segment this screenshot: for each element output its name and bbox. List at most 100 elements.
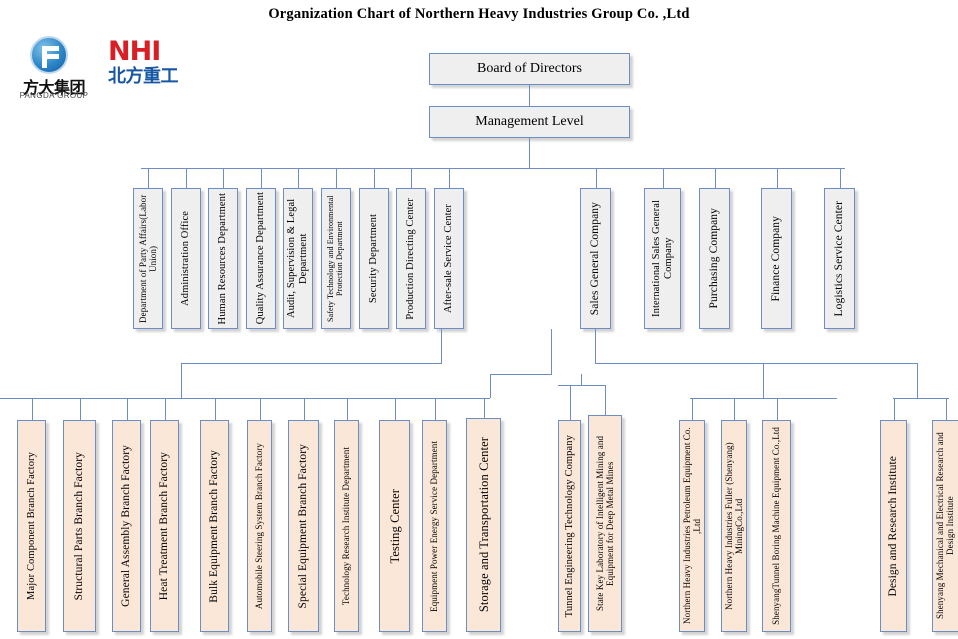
connector-row2-bus: [141, 168, 845, 169]
node-storage-and-transportation-center[interactable]: Storage and Transportation Center: [466, 418, 501, 632]
node-label: Finance Company: [770, 215, 783, 302]
node-label: ShenyangTunnel Boring Machine Equipment …: [771, 427, 782, 625]
node-design-and-research-institute[interactable]: Design and Research Institute: [880, 420, 907, 632]
node-state-key-laboratory-of-intelligent-mining-and-e[interactable]: State Key Laboratory of Intelligent Mini…: [588, 415, 622, 632]
connector-stem: [734, 398, 735, 420]
connector-stem: [776, 398, 778, 420]
connector-management-trunk: [529, 138, 530, 168]
fangda-logo-english: FANGDA GROUP: [19, 91, 89, 100]
node-northern-heavy-industries-petroleum-equipment-co[interactable]: Northern Heavy Industries Petroleum Equi…: [679, 420, 705, 632]
connector-stem: [776, 168, 778, 188]
node-label: State Key Laboratory of Intelligent Mini…: [594, 435, 615, 612]
node-quality-assurance-department[interactable]: Quality Assurance Department: [246, 188, 276, 329]
connector-tunnel-bus-stem: [581, 374, 582, 385]
node-logistics-service-center[interactable]: Logistics Service Center: [824, 188, 855, 329]
node-label: Technology Research Institute Department: [341, 446, 352, 606]
connector-board-to-management: [529, 85, 530, 107]
connector-stem: [449, 168, 450, 188]
node-label: Bulk Equipment Branch Factory: [208, 449, 221, 603]
node-label: Department of Party Affairs(Labor Union): [137, 194, 158, 323]
node-label: Storage and Transportation Center: [476, 437, 491, 613]
node-management-level[interactable]: Management Level: [429, 106, 630, 138]
node-shenyang-mechanical-and-electrical-research-and-[interactable]: Shenyang Mechanical and Electrical Resea…: [932, 420, 958, 632]
node-sales-general-company[interactable]: Sales General Company: [580, 188, 611, 329]
node-northern-heavy-industries-fuller-shenyang-mining[interactable]: Northern Heavy Industries Fuller (Shenya…: [721, 420, 747, 632]
node-label: Board of Directors: [477, 61, 582, 76]
node-human-resources-department[interactable]: Human Resources Department: [208, 188, 238, 329]
node-label: Purchasing Company: [708, 208, 721, 309]
node-finance-company[interactable]: Finance Company: [761, 188, 792, 329]
node-security-department[interactable]: Security Department: [359, 188, 389, 329]
connector-tunnel-bus: [558, 385, 605, 386]
connector-stem: [893, 398, 895, 420]
connector-stem: [164, 398, 166, 420]
node-label: General Assembly Branch Factory: [120, 445, 133, 607]
node-label: Special Equipment Branch Factory: [297, 443, 310, 609]
nhi-logo: NHI 北方重工: [108, 38, 208, 98]
node-label: Structural Parts Branch Factory: [73, 451, 86, 601]
node-international-sales-general-company[interactable]: International Sales General Company: [644, 188, 681, 329]
connector-stem: [945, 398, 947, 420]
node-label: Equipment Power Energy Service Departmen…: [429, 440, 440, 612]
node-general-assembly-branch-factory[interactable]: General Assembly Branch Factory: [112, 420, 141, 632]
connector-production-bus: [0, 398, 490, 399]
node-safety-technology-and-environmental-protection-d[interactable]: Safety Technology and Environmental Prot…: [321, 188, 351, 329]
node-testing-center[interactable]: Testing Center: [379, 420, 410, 632]
node-audit-supervision-legal-department[interactable]: Audit, Supervision & Legal Department: [283, 188, 313, 329]
node-production-directing-center[interactable]: Production Directing Center: [396, 188, 426, 329]
connector-stem: [298, 168, 299, 188]
connector-stem: [79, 398, 81, 420]
node-major-component-branch-factory[interactable]: Major Component Branch Factory: [17, 420, 46, 632]
node-heat-treatment-branch-factory[interactable]: Heat Treatment Branch Factory: [150, 420, 179, 632]
node-label: Human Resources Department: [217, 192, 229, 325]
connector-research-bus: [893, 398, 949, 399]
connector-stem: [31, 398, 33, 420]
node-board-of-directors[interactable]: Board of Directors: [429, 53, 630, 85]
node-bulk-equipment-branch-factory[interactable]: Bulk Equipment Branch Factory: [200, 420, 229, 632]
connector-stem: [411, 168, 412, 188]
node-label: Security Department: [368, 213, 380, 304]
connector-stem: [394, 398, 396, 420]
connector-stem: [346, 398, 348, 420]
node-purchasing-company[interactable]: Purchasing Company: [699, 188, 730, 329]
connector-stem: [336, 168, 337, 188]
connector-stem: [662, 168, 664, 188]
node-department-of-party-affairs-labor-union[interactable]: Department of Party Affairs(Labor Union): [133, 188, 163, 329]
node-label: Management Level: [475, 114, 584, 129]
node-automobile-steering-system-branch-factory[interactable]: Automobile Steering System Branch Factor…: [247, 420, 272, 632]
connector-pdc-down: [441, 329, 442, 363]
node-technology-research-institute-department[interactable]: Technology Research Institute Department: [334, 420, 359, 632]
connector-stem: [605, 385, 606, 415]
connector-aftersale-down: [551, 329, 552, 374]
connector-stem: [148, 168, 149, 188]
connector-stem: [374, 168, 375, 188]
node-label: Heat Treatment Branch Factory: [158, 451, 171, 601]
node-label: Tunnel Engineering Technology Company: [563, 434, 575, 618]
node-label: Administration Office: [180, 211, 192, 306]
node-tunnel-engineering-technology-company[interactable]: Tunnel Engineering Technology Company: [558, 420, 581, 632]
logo-group: 方大集团 FANGDA GROUP NHI 北方重工: [12, 36, 212, 102]
connector-pdc-left: [181, 363, 442, 364]
node-label: Testing Center: [387, 488, 402, 564]
connector-subsidiary-elbow: [763, 363, 764, 398]
node-equipment-power-energy-service-department[interactable]: Equipment Power Energy Service Departmen…: [422, 420, 447, 632]
connector-stem: [595, 168, 597, 188]
fangda-group-logo: 方大集团 FANGDA GROUP: [12, 36, 96, 100]
node-structural-parts-branch-factory[interactable]: Structural Parts Branch Factory: [63, 420, 96, 632]
connector-stem: [434, 398, 436, 420]
connector-aftersale-elbow: [490, 374, 491, 398]
node-special-equipment-branch-factory[interactable]: Special Equipment Branch Factory: [288, 420, 319, 632]
connector-sales-down: [595, 329, 596, 363]
connector-stem: [261, 168, 262, 188]
node-label: Major Component Branch Factory: [25, 452, 37, 600]
node-label: International Sales General Company: [650, 200, 674, 317]
connector-stem: [692, 398, 693, 420]
node-label: Sales General Company: [589, 201, 602, 316]
page-title: Organization Chart of Northern Heavy Ind…: [268, 6, 690, 22]
node-shenyangtunnel-boring-machine-equipment-co-ltd[interactable]: ShenyangTunnel Boring Machine Equipment …: [762, 420, 791, 632]
nhi-logo-chinese: 北方重工: [108, 66, 179, 87]
node-administration-office[interactable]: Administration Office: [171, 188, 201, 329]
fangda-emblem-icon: [30, 36, 68, 74]
node-after-sale-service-center[interactable]: After-sale Service Center: [434, 188, 464, 329]
